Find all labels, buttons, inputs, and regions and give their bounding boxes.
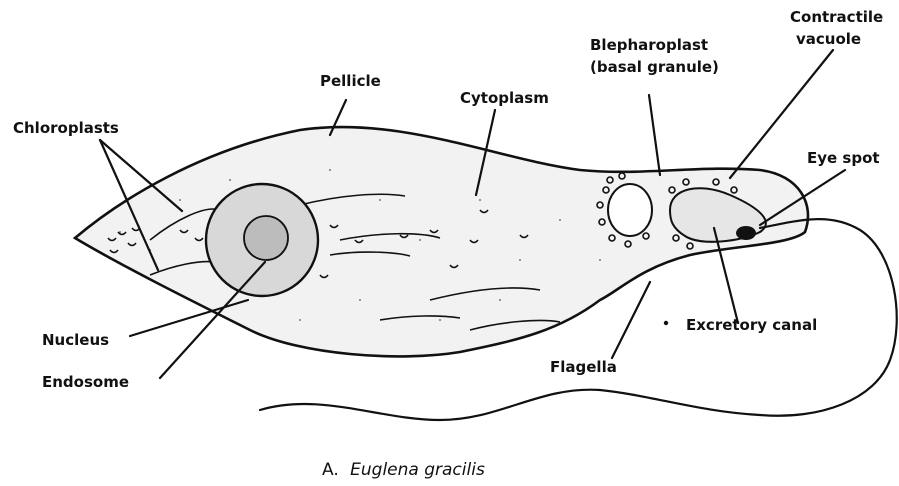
label-contractile: Contractile [790,8,883,26]
label-excretory-canal: Excretory canal [686,316,817,334]
label-eye-spot: Eye spot [807,149,880,167]
caption-species: Euglena gracilis [350,460,485,480]
contractile-vacuole-shape [608,184,652,236]
label-flagella: Flagella [550,358,617,376]
label-vacuole: vacuole [796,30,861,48]
excretory-dot [664,321,668,325]
caption-prefix: A. [322,460,339,480]
label-endosome: Endosome [42,373,129,391]
label-cytoplasm: Cytoplasm [460,89,549,107]
label-chloroplasts: Chloroplasts [13,119,119,137]
figure-caption: A. Euglena gracilis [322,460,485,480]
eye-spot-shape [736,226,756,240]
endosome-shape [244,216,288,260]
label-pellicle: Pellicle [320,72,381,90]
label-nucleus: Nucleus [42,331,109,349]
label-blepharoplast: Blepharoplast [590,36,708,54]
label-basal-granule: (basal granule) [590,58,719,76]
